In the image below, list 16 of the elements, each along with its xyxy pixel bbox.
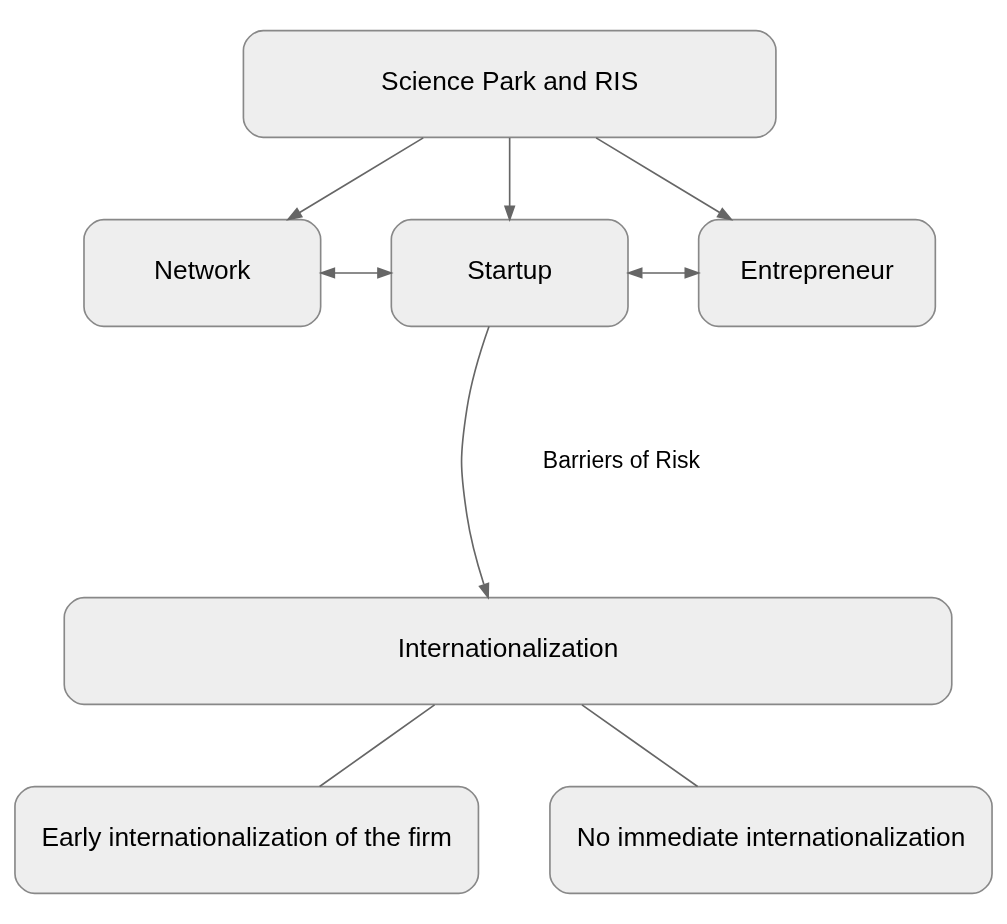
node-box: No immediate internationalization [549,785,993,895]
arrow [503,137,516,222]
arrow [460,325,490,600]
node-box: Network [83,218,322,328]
node-box: Entrepreneur [697,218,937,328]
node-box: Internationalization [63,596,953,706]
node-box: Science Park and RIS [242,29,777,139]
label: Barriers of Risk [542,447,701,474]
arrow [595,137,734,221]
connector [581,704,699,788]
connector [318,704,436,788]
arrow [626,267,701,279]
node-box: Early internationalization of the firm [14,785,480,895]
arrow [318,267,394,279]
node-box: Startup [390,218,629,328]
arrow [285,137,425,221]
